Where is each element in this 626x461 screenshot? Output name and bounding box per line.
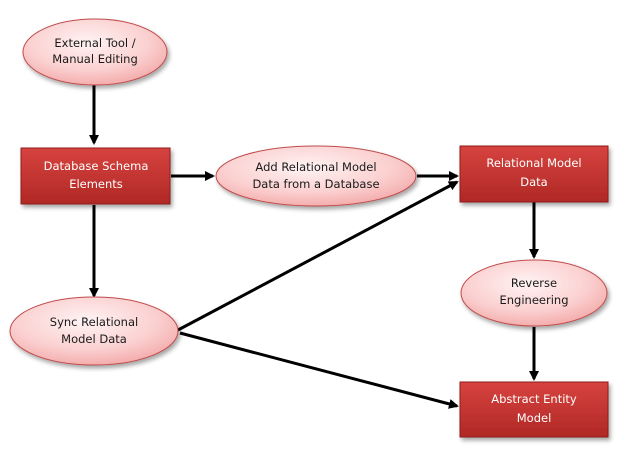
node-reverse-engineering-line1: Reverse — [511, 276, 557, 290]
arrow-sync-to-relational — [177, 180, 459, 332]
node-sync-relational-line2: Model Data — [61, 332, 127, 346]
arrow-sync-to-abstract — [179, 331, 459, 409]
node-schema-elements: Database Schema Elements — [20, 147, 171, 205]
arrows — [89, 85, 539, 409]
node-schema-elements-line2: Elements — [69, 177, 123, 191]
node-relational-model-line1: Relational Model — [486, 156, 581, 170]
node-relational-model-line2: Data — [520, 175, 547, 189]
node-schema-elements-line1: Database Schema — [44, 159, 149, 173]
node-relational-model: Relational Model Data — [459, 145, 609, 203]
node-add-relational-line2: Data from a Database — [252, 177, 379, 191]
node-sync-relational: Sync Relational Model Data — [9, 296, 179, 366]
node-external-tool-line1: External Tool / — [54, 36, 135, 50]
node-reverse-engineering-line2: Engineering — [500, 293, 569, 307]
node-sync-relational-line1: Sync Relational — [50, 315, 138, 329]
node-add-relational-line1: Add Relational Model — [255, 160, 376, 174]
node-abstract-entity: Abstract Entity Model — [459, 381, 609, 438]
node-add-relational: Add Relational Model Data from a Databas… — [215, 145, 417, 207]
node-reverse-engineering: Reverse Engineering — [460, 259, 608, 327]
node-external-tool-line2: Manual Editing — [52, 52, 138, 66]
node-abstract-entity-line2: Model — [517, 411, 552, 425]
node-external-tool: External Tool / Manual Editing — [22, 18, 168, 86]
node-abstract-entity-line1: Abstract Entity — [491, 392, 577, 406]
